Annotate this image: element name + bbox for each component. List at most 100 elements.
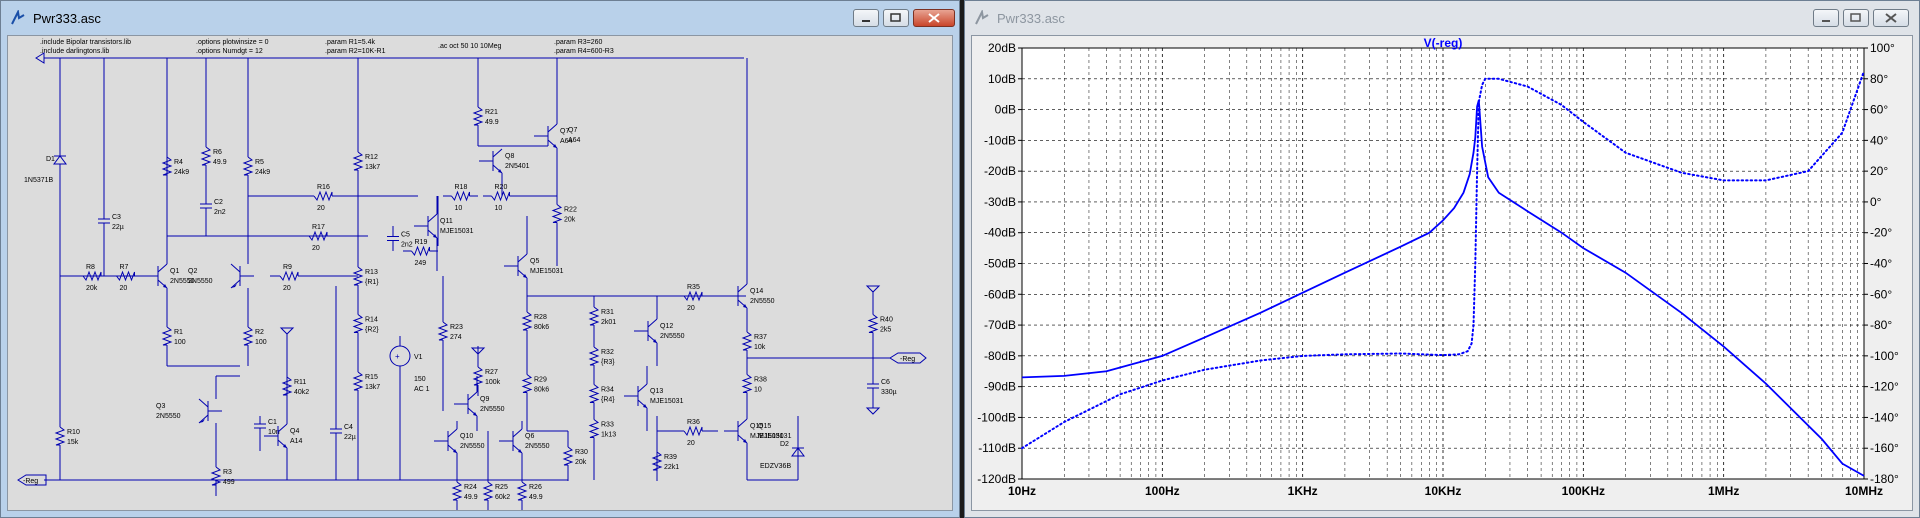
label-r38: R38 <box>754 377 767 384</box>
label-q5: Q5 <box>530 258 539 265</box>
transistor-arrow <box>743 304 747 308</box>
resistor-r21 <box>472 106 484 126</box>
label-r21: R21 <box>485 109 498 116</box>
maximize-button[interactable] <box>883 9 909 27</box>
resistor-r9 <box>279 270 299 282</box>
maximize-button[interactable] <box>1843 9 1869 27</box>
label-c2v: 2n2 <box>214 209 226 216</box>
resistor-r25 <box>482 481 494 501</box>
label-r29: R29 <box>534 377 547 384</box>
wire <box>198 414 209 424</box>
wire <box>467 391 478 401</box>
label-q9v: 2N5550 <box>480 406 505 413</box>
label-q9: Q9 <box>480 396 489 403</box>
label-r10v: 15k <box>67 439 79 446</box>
label-q15: Q15 <box>758 423 771 430</box>
wire <box>737 418 748 428</box>
label-r8v: 20k <box>86 285 98 292</box>
minimize-icon <box>862 20 870 22</box>
y-tick-label-left: -30dB <box>984 195 1016 209</box>
net-flag-reg-out <box>889 352 927 364</box>
schematic-canvas[interactable]: .include Bipolar transistors.lib.include… <box>7 35 953 511</box>
spice-directive: .ac oct 50 10 10Meg <box>438 43 502 50</box>
label-q7: Q7 <box>568 127 577 134</box>
label-r34v: {R4} <box>601 397 615 404</box>
label-r28: R28 <box>534 314 547 321</box>
label-r3v: 499 <box>223 479 235 486</box>
label-r27v: 100k <box>485 379 501 386</box>
label-r31: R31 <box>601 309 614 316</box>
y-tick-label-left: 10dB <box>988 72 1016 86</box>
label-q15v: MJE15031 <box>750 433 784 440</box>
ground-symbol <box>279 327 295 335</box>
spice-directive: .param R2=10K-R1 <box>325 48 386 55</box>
label-r4: R4 <box>174 159 183 166</box>
y-tick-label-right: 0° <box>1870 195 1882 209</box>
transistor-arrow <box>498 169 502 173</box>
resistor-r3 <box>210 466 222 486</box>
y-tick-label-left: 0dB <box>995 103 1016 117</box>
waveform-titlebar[interactable]: Pwr333.asc <box>965 1 1919 35</box>
label-r24v: 49.9 <box>464 494 478 501</box>
label-r37: R37 <box>754 334 767 341</box>
label-d1: D1 <box>46 156 55 163</box>
transistor-arrow <box>553 144 557 148</box>
y-tick-label-left: -40dB <box>984 226 1016 240</box>
spice-directive: .param R3=260 <box>554 39 603 46</box>
label-r25v: 60k2 <box>495 494 510 501</box>
resistor-r16 <box>313 190 333 202</box>
transistor-arrow <box>163 284 167 288</box>
resistor-r26 <box>516 481 528 501</box>
wire <box>198 398 209 408</box>
label-q14: Q14 <box>750 288 763 295</box>
label-r33v: 1k13 <box>601 432 616 439</box>
label-q14v: 2N5550 <box>750 298 775 305</box>
resistor-r15 <box>352 371 364 391</box>
y-tick-label-right: -180° <box>1870 472 1899 486</box>
label-c2: C2 <box>214 199 223 206</box>
resistor-r2 <box>242 326 254 346</box>
schematic-titlebar[interactable]: Pwr333.asc <box>1 1 959 35</box>
label-r14: R14 <box>365 317 378 324</box>
label-q13v: MJE15031 <box>650 398 684 405</box>
minimize-button[interactable] <box>853 9 879 27</box>
label-r23: R23 <box>450 324 463 331</box>
wire <box>230 263 241 273</box>
x-tick-label: 1MHz <box>1708 484 1739 498</box>
label-r21v: 49.9 <box>485 119 499 126</box>
y-tick-label-left: -120dB <box>977 472 1016 486</box>
resistor-r39 <box>651 451 663 471</box>
resistor-r7 <box>116 270 135 282</box>
resistor-r1 <box>161 326 173 346</box>
transistor-arrow <box>433 234 437 238</box>
x-tick-label: 10Hz <box>1008 484 1036 498</box>
label-c5v: 2n2 <box>401 242 413 249</box>
label-r35: R35 <box>687 284 700 291</box>
waveform-title: Pwr333.asc <box>997 11 1065 26</box>
close-icon <box>928 13 940 23</box>
close-button[interactable] <box>913 9 955 27</box>
label-r7: R7 <box>120 264 129 271</box>
schematic-drawing[interactable]: .include Bipolar transistors.lib.include… <box>8 36 953 511</box>
label-d2: D2 <box>780 441 789 448</box>
diode-d1 <box>53 155 67 165</box>
resistor-r30 <box>562 446 574 466</box>
label-r17: R17 <box>312 224 325 231</box>
label-r15: R15 <box>365 374 378 381</box>
label-r1: R1 <box>174 329 183 336</box>
transistor-arrow <box>473 412 477 416</box>
label-r19: R19 <box>415 239 428 246</box>
ground-symbol <box>470 347 486 355</box>
label-r30v: 20k <box>575 459 587 466</box>
label-q10: Q10 <box>460 433 473 440</box>
label-r5: R5 <box>255 159 264 166</box>
label-c5: C5 <box>401 232 410 239</box>
close-button[interactable] <box>1873 9 1909 27</box>
label-r31v: 2k01 <box>601 319 616 326</box>
y-tick-label-right: -60° <box>1870 287 1892 301</box>
x-tick-label: 10KHz <box>1425 484 1462 498</box>
minimize-button[interactable] <box>1813 9 1839 27</box>
